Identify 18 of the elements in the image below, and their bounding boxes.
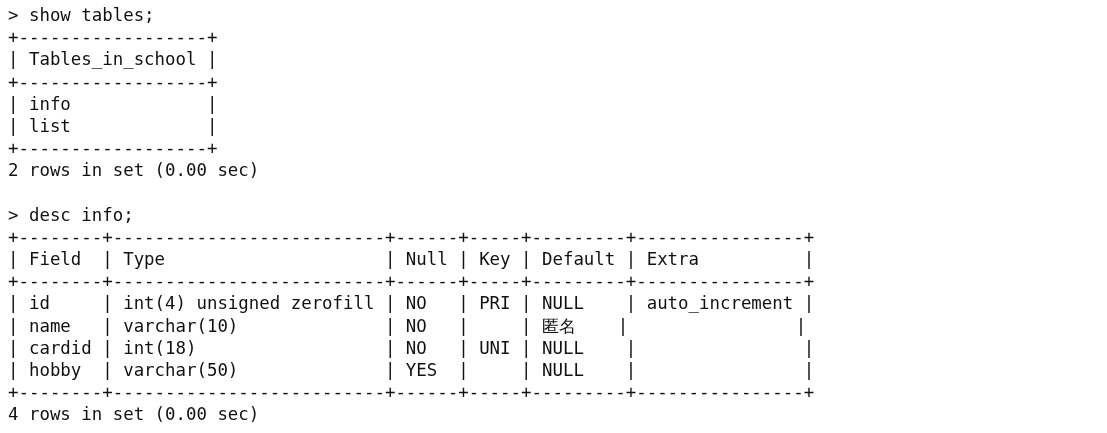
status-line: 4 rows in set (0.00 sec) [8,403,260,426]
table-text-line: +------------------+ [8,26,218,49]
command-line: > show tables; [8,4,155,27]
table-text-line: +------------------+ [8,137,218,160]
table-text-line: | name | varchar(10) | NO | | 匿名 | | [8,314,807,337]
command-line: > desc info; [8,203,134,226]
table-text-line: +--------+--------------------------+------+-----+---------+----------------+ [8,381,815,404]
table-text-line: | cardid | int(18) | NO | UNI | NULL | | [8,336,815,359]
table-text-line: | id | int(4) unsigned zerofill | NO | PRI | NULL | auto_increment | [8,292,815,315]
table-text-line: +------------------+ [8,70,218,93]
status-line: 2 rows in set (0.00 sec) [8,159,260,182]
table-text-line: | Tables_in_school | [8,48,218,71]
table-text-line: | hobby | varchar(50) | YES | | NULL | | [8,359,815,382]
table-text-line: | list | [8,114,218,138]
table-text-line: +--------+--------------------------+------+-----+---------+----------------+ [8,270,815,293]
table-text-line: | info | [8,92,218,115]
table-text-line: | Field | Type | Null | Key | Default | Extra | [8,248,815,271]
table-text-line: +--------+--------------------------+------+-----+---------+----------------+ [8,225,815,249]
